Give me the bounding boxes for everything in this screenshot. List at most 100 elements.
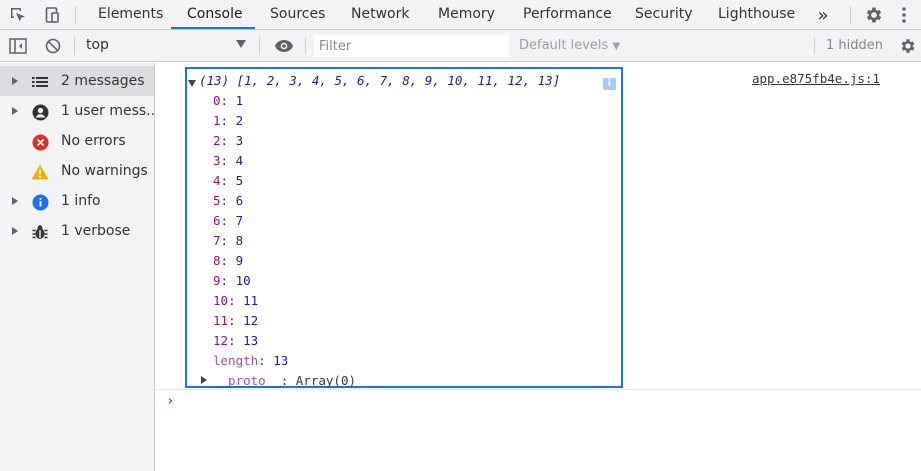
context-selector[interactable]: top	[86, 37, 109, 53]
proto-value: Array(0)	[295, 373, 357, 388]
info-icon	[31, 193, 49, 211]
length-key: length	[213, 353, 259, 368]
entry-value: 6	[235, 193, 244, 208]
sidebar-item-label: No errors	[61, 133, 126, 149]
entry-key: 9	[213, 273, 221, 288]
sidebar-item-user-messages[interactable]: 1 user mess...	[0, 96, 160, 126]
entry-value: 10	[235, 273, 251, 288]
console-output: app.e875fb4e.js:1 (13) [1, 2, 3, 4, 5, 6…	[155, 63, 921, 471]
collapsed-arrow-icon[interactable]	[201, 376, 207, 384]
tab-memory[interactable]: Memory	[438, 6, 495, 22]
hidden-messages-count: 1 hidden	[826, 38, 883, 53]
array-entry: 7: 8	[213, 231, 243, 251]
toolbar-divider	[305, 37, 306, 55]
error-icon	[31, 133, 49, 151]
tab-lighthouse[interactable]: Lighthouse	[718, 6, 796, 22]
sidebar-toggle-icon[interactable]	[6, 30, 30, 61]
entry-colon: :	[220, 93, 236, 108]
entry-key: 1	[213, 113, 221, 128]
entry-colon: :	[220, 233, 236, 248]
expanded-arrow-icon[interactable]	[188, 80, 196, 87]
warning-icon	[31, 163, 49, 181]
list-icon	[31, 73, 49, 91]
length-value: 13	[273, 353, 289, 368]
more-options-icon[interactable]	[894, 0, 914, 30]
log-levels-dropdown[interactable]: Default levels ▼	[519, 30, 620, 61]
entry-key: 12	[213, 333, 229, 348]
array-entry: 4: 5	[213, 171, 243, 191]
console-settings-gear-icon[interactable]	[896, 30, 920, 61]
filter-input[interactable]	[314, 35, 509, 57]
tab-performance[interactable]: Performance	[523, 6, 612, 22]
entry-value: 13	[243, 333, 259, 348]
gear-icon[interactable]	[861, 0, 887, 30]
expand-arrow-icon[interactable]	[12, 197, 18, 205]
proto-entry: __proto__: Array(0)	[213, 371, 356, 391]
entry-colon: :	[220, 133, 236, 148]
entry-colon: :	[220, 153, 236, 168]
devtools-tabbar: Elements Console Sources Network Memory …	[0, 0, 921, 30]
sidebar-item-warnings[interactable]: No warnings	[0, 156, 154, 186]
entry-value: 12	[243, 313, 259, 328]
chevron-down-icon: ▼	[612, 41, 621, 52]
array-entry: 2: 3	[213, 131, 243, 151]
entry-colon: :	[220, 113, 236, 128]
entry-value: 7	[235, 213, 244, 228]
tab-security[interactable]: Security	[635, 6, 693, 22]
user-icon	[31, 103, 49, 121]
entry-value: 2	[235, 113, 244, 128]
entry-colon: :	[228, 333, 244, 348]
array-entry: 3: 4	[213, 151, 243, 171]
entry-colon: :	[220, 193, 236, 208]
sidebar-item-info[interactable]: 1 info	[0, 186, 154, 216]
entry-colon: :	[228, 293, 244, 308]
inspect-element-icon[interactable]	[6, 0, 30, 30]
log-levels-label: Default levels	[519, 38, 609, 53]
source-link[interactable]: app.e875fb4e.js:1	[752, 71, 880, 86]
sidebar-item-verbose[interactable]: 1 verbose	[0, 216, 154, 246]
entry-value: 3	[235, 133, 244, 148]
entry-key: 11	[213, 313, 229, 328]
array-entry: 0: 1	[213, 91, 243, 111]
prompt-chevron-icon: ›	[166, 393, 175, 409]
entry-key: 8	[213, 253, 221, 268]
expand-arrow-icon[interactable]	[12, 107, 18, 115]
device-toolbar-icon[interactable]	[40, 0, 64, 30]
entry-key: 5	[213, 193, 221, 208]
console-toolbar: top Default levels ▼ 1 hidden	[0, 30, 921, 62]
entry-key: 3	[213, 153, 221, 168]
toolbar-divider	[259, 37, 260, 55]
console-prompt-input[interactable]	[183, 393, 883, 413]
sidebar-item-messages[interactable]: 2 messages	[0, 66, 154, 96]
clear-console-icon[interactable]	[42, 30, 64, 61]
entry-key: 4	[213, 173, 221, 188]
tab-sources[interactable]: Sources	[270, 6, 326, 22]
double-chevron-right-icon[interactable]: »	[817, 4, 829, 26]
eye-icon[interactable]	[271, 30, 297, 61]
proto-key: __proto__	[213, 373, 281, 388]
tab-console[interactable]: Console	[187, 6, 243, 22]
array-entry: 12: 13	[213, 331, 258, 351]
sidebar-item-label: 2 messages	[61, 73, 145, 89]
expand-arrow-icon[interactable]	[12, 227, 18, 235]
array-summary-row[interactable]: (13) [1, 2, 3, 4, 5, 6, 7, 8, 9, 10, 11,…	[187, 71, 617, 91]
expand-arrow-icon[interactable]	[12, 77, 18, 85]
array-length-row: length: 13	[213, 351, 288, 371]
entry-value: 9	[235, 253, 244, 268]
chevron-down-icon[interactable]	[236, 40, 246, 48]
entry-key: 0	[213, 93, 221, 108]
info-badge-icon[interactable]: i	[603, 78, 616, 90]
proto-row[interactable]: __proto__: Array(0)	[201, 371, 401, 391]
entry-value: 4	[235, 153, 244, 168]
tab-elements[interactable]: Elements	[98, 6, 164, 22]
sidebar-item-errors[interactable]: No errors	[0, 126, 154, 156]
entry-colon: :	[220, 173, 236, 188]
array-log-message: (13) [1, 2, 3, 4, 5, 6, 7, 8, 9, 10, 11,…	[185, 67, 623, 388]
array-entry: 9: 10	[213, 271, 251, 291]
tab-network[interactable]: Network	[351, 6, 410, 22]
array-summary: (13) [1, 2, 3, 4, 5, 6, 7, 8, 9, 10, 11,…	[199, 73, 561, 88]
entry-value: 5	[235, 173, 244, 188]
sidebar-item-label: 1 verbose	[61, 223, 131, 239]
array-entry: 1: 2	[213, 111, 243, 131]
console-sidebar: 2 messages 1 user mess... No errors	[0, 63, 160, 471]
